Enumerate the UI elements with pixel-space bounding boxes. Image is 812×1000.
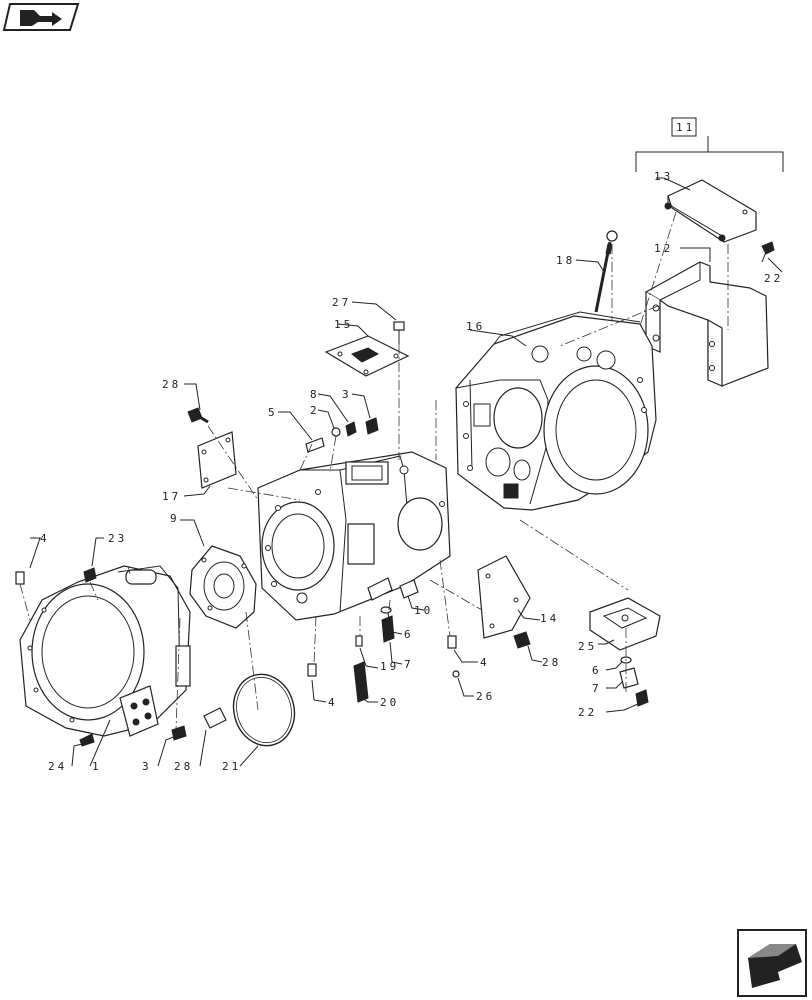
- part-9-bearing-cover: [180, 519, 257, 629]
- callout-label: 11: [676, 121, 695, 134]
- callout-20: 20: [380, 696, 399, 709]
- part-6-washer-right: [605, 656, 632, 671]
- part-22-bolt-top: [761, 241, 783, 273]
- callout-28-plug: 28: [174, 760, 193, 773]
- callout-7-right: 7: [592, 682, 602, 695]
- part-21-o-ring: [232, 673, 296, 747]
- part-19-pin: [355, 635, 379, 669]
- part-12-bracket: [644, 247, 769, 387]
- callout-26: 26: [476, 690, 495, 703]
- part-28-plug: [199, 707, 227, 767]
- callout-15: 15: [334, 318, 353, 331]
- callout-22-bottom: 22: [578, 706, 597, 719]
- callout-21: 21: [222, 760, 241, 773]
- callout-8: 8: [310, 388, 320, 401]
- bottom-leader-lines: [89, 719, 259, 767]
- callout-3-lower: 3: [142, 760, 152, 773]
- part-28-bolt-upper: [184, 383, 209, 424]
- callout-6-right: 6: [592, 664, 602, 677]
- callout-5: 5: [268, 406, 278, 419]
- part-7-drain-plug: [606, 667, 639, 689]
- callout-4-right: 4: [480, 656, 490, 669]
- callout-10: 10: [414, 604, 433, 617]
- callout-18: 18: [556, 254, 575, 267]
- part-23-bolt: [83, 537, 104, 583]
- callout-14: 14: [540, 612, 559, 625]
- callout-9: 9: [170, 512, 180, 525]
- callout-24: 24: [48, 760, 67, 773]
- part-28-bolt-lower: [513, 631, 543, 663]
- part-14-gasket-plate: [477, 555, 541, 639]
- part-7-bolt-center: [381, 615, 403, 665]
- back-arrow-icon[interactable]: [2, 3, 80, 31]
- callout-23: 23: [108, 532, 127, 545]
- part-25-sump-cover: [589, 597, 661, 651]
- callout-6-center: 6: [404, 628, 414, 641]
- callout-labels: 13 12 22 18 16 27 15 28 8 3 5 2 17 9 4 2…: [40, 170, 783, 773]
- callout-19: 19: [380, 660, 399, 673]
- callout-16: 16: [466, 320, 485, 333]
- part-27-bolt: [351, 301, 405, 344]
- center-transmission-housing: [257, 451, 451, 621]
- part-24-bolt: [71, 733, 95, 767]
- part-18-dipstick: [575, 230, 618, 313]
- part-13-cover-plate: [656, 177, 757, 243]
- part-10-plug: [399, 579, 425, 611]
- callout-2: 2: [310, 404, 320, 417]
- part-15-top-cover: [324, 323, 410, 377]
- part-5-pin: [278, 411, 325, 453]
- callout-12: 12: [654, 242, 673, 255]
- callout-28-upper: 28: [162, 378, 181, 391]
- part-3-bolt-lower: [157, 725, 187, 767]
- callout-13: 13: [654, 170, 673, 183]
- part-26-plug: [452, 670, 474, 697]
- callout-28-lower: 28: [542, 656, 561, 669]
- callout-4-left: 4: [40, 532, 50, 545]
- callout-22-top: 22: [764, 272, 783, 285]
- callout-7-center: 7: [404, 658, 414, 671]
- part-16-rear-housing: [455, 311, 657, 511]
- callout-4-center: 4: [328, 696, 338, 709]
- assembly-center-lines: [19, 211, 729, 731]
- part-17-side-plate: [183, 431, 237, 497]
- part-20-bolt: [353, 661, 378, 703]
- callout-1: 1: [92, 760, 102, 773]
- callout-27: 27: [332, 296, 351, 309]
- callout-25: 25: [578, 640, 597, 653]
- part-22-bolt-bottom: [605, 689, 649, 713]
- part-3-bolt-upper: [351, 393, 379, 435]
- part-4-pin-left: [15, 537, 41, 585]
- callout-17: 17: [162, 490, 181, 503]
- part-4-pin-center: [307, 663, 327, 703]
- part-4-pin-right: [447, 635, 478, 663]
- part-1-bell-housing: [19, 565, 191, 737]
- next-page-arrow-icon[interactable]: [737, 929, 807, 997]
- callout-3-upper: 3: [342, 388, 352, 401]
- group-bracket-11: 11: [635, 117, 784, 172]
- part-8-screw: [317, 393, 357, 437]
- part-2-pin: [317, 409, 341, 437]
